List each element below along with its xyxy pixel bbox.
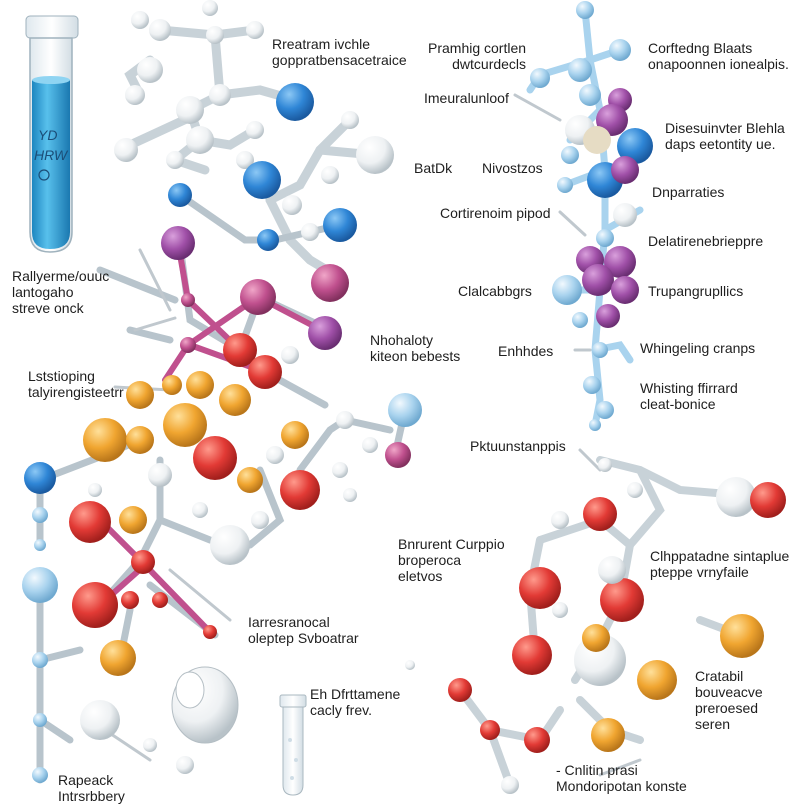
label-mid-left-b: Nhohaloty kiteon bebests — [370, 332, 461, 364]
test-tube-blue: YD HRW — [25, 15, 79, 253]
label-enhhdes: Enhhdes — [498, 343, 554, 359]
atoms-purple-cluster — [161, 226, 349, 389]
label-left-a: Rallyerme/ouuc lantogaho streve onck — [12, 268, 110, 316]
label-left-b: Lststioping talyirengisteetrr — [28, 368, 124, 400]
tube-label-line1: YD — [38, 127, 57, 143]
label-piktuun: Pktuunstanppis — [470, 438, 566, 454]
label-bottom-left-b: Rapeack Intrsrbbery — [58, 772, 125, 804]
label-top-right-b: Corftedng Blaats onapoonnen ionealpis. — [648, 40, 789, 72]
label-mid-right-b: Disesuinvter Blehla daps eetontity ue. — [665, 120, 785, 152]
label-mid-right-a: Imeuralunloof — [424, 90, 509, 106]
atoms-lower-left — [22, 462, 269, 783]
label-bottom-center-a: Bnrurent Curppio broperoca eletvos — [398, 536, 505, 584]
label-bottom-center-c: - Cnlitin prasi Mondoripotan konste — [556, 762, 687, 794]
label-trupangrup: Trupangrupllics — [648, 283, 744, 299]
label-cortinenim: Cortirenoim pipod — [440, 205, 551, 221]
small-vial — [279, 694, 307, 796]
label-top-right-a: Pramhig cortlen dwtcurdecls — [428, 40, 527, 72]
atoms-upper-left — [114, 0, 394, 251]
atoms-orange-cluster — [83, 371, 422, 510]
label-bottom-right-a: Clhppatadne sintaplue pteppe vrnyfaile — [650, 548, 790, 580]
label-clanabfigs: Clalcabbgrs — [458, 283, 532, 299]
label-delatrene: Delatirenebrieppre — [648, 233, 764, 249]
label-nivostzos: Nivostzos — [482, 160, 543, 176]
atoms-right-chain — [530, 1, 653, 431]
label-dnparraties: Dnparraties — [652, 184, 725, 200]
atoms-lower-right — [405, 458, 786, 794]
label-whisting: Whisting ffirrard cleat-bonice — [640, 380, 738, 412]
label-batdk: BatDk — [414, 160, 453, 176]
tube-label-line2: HRW — [34, 147, 69, 163]
label-whingeling: Whingeling cranps — [640, 340, 756, 356]
label-top-center: Rreatram ivchle goppratbensacetraice — [272, 36, 407, 68]
label-bottom-center-b: Eh Dfrttamene cacly frev. — [310, 686, 401, 718]
label-bottom-right-b: Cratabil bouveacve preroesed seren — [695, 668, 763, 732]
label-bottom-left-a: Iarresranocal oleptep Svboatrar — [248, 614, 359, 646]
